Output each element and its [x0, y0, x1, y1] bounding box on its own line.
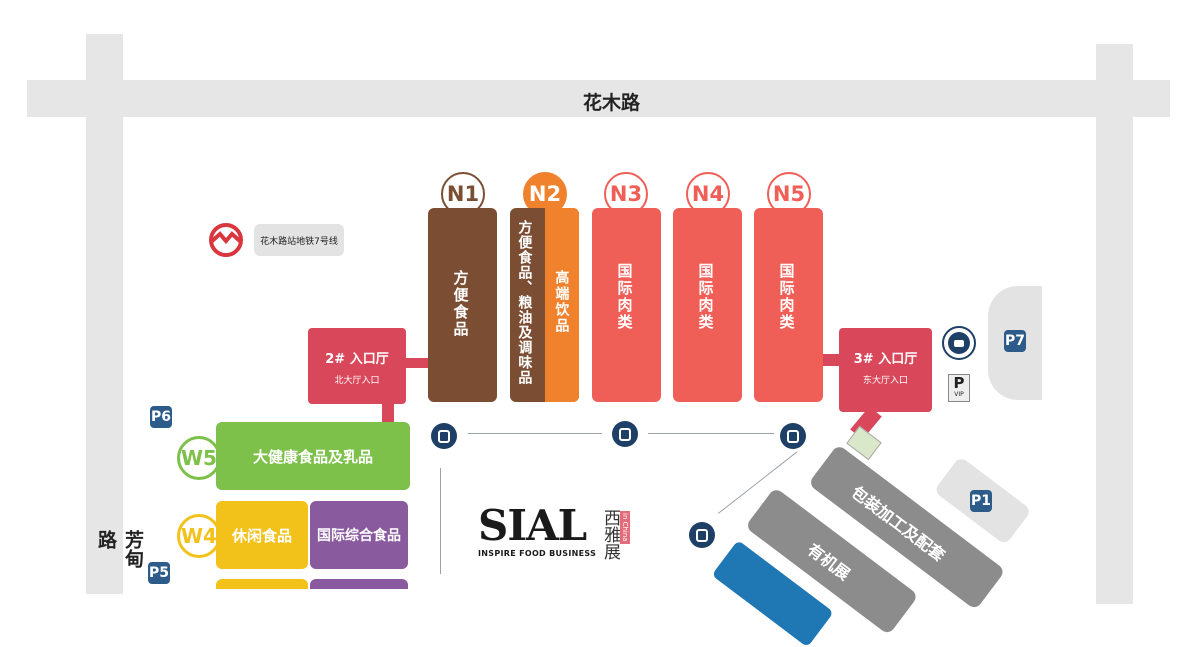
parking-p5-icon: P5 — [148, 562, 170, 584]
taxi-icon — [942, 326, 976, 360]
parking-p7-icon: P7 — [1004, 330, 1026, 352]
entrance-east-title: 3# 入口厅 — [853, 352, 918, 367]
hall-n4[interactable]: 国际肉类 — [673, 208, 742, 402]
hall-n1-label: 方便食品 — [451, 270, 470, 338]
parking-p6-icon: P6 — [150, 406, 172, 428]
road-left — [86, 34, 123, 594]
sial-tagline: INSPIRE FOOD BUSINESS — [478, 549, 597, 558]
hall-n1[interactable]: 方便食品 — [428, 208, 497, 402]
entrance-east[interactable]: 3# 入口厅 东大厅入口 — [839, 328, 932, 412]
bus-stop-icon — [689, 522, 715, 548]
hall-n3-label: 国际肉类 — [615, 263, 634, 331]
hall-w3-partial — [216, 579, 308, 589]
hall-w4-label2: 国际综合食品 — [317, 528, 401, 544]
bus-stop-icon — [612, 421, 638, 447]
bus-stop-icon — [431, 423, 457, 449]
hall-w5-label: 大健康食品及乳品 — [252, 447, 373, 466]
hall-w4-international[interactable]: 国际综合食品 — [310, 501, 408, 569]
entrance-north[interactable]: 2# 入口厅 北大厅入口 — [308, 328, 406, 404]
hall-w4-label: 休闲食品 — [231, 526, 292, 545]
road-label-left: 芳甸路 — [95, 530, 144, 568]
hall-organic-label: 有机展 — [803, 539, 854, 584]
hall-n4-label: 国际肉类 — [696, 263, 715, 331]
entrance-east-sub: 东大厅入口 — [862, 376, 908, 386]
connector-east — [823, 354, 839, 366]
hall-w3-partial-2 — [310, 579, 408, 589]
hall-n2-label: 方便食品、粮油及调味品 — [516, 220, 533, 385]
connector-north-down — [382, 404, 394, 422]
hall-n2[interactable]: 方便食品、粮油及调味品 高端饮品 — [510, 208, 579, 402]
parking-p1-icon: P1 — [970, 490, 992, 512]
entrance-north-title: 2# 入口厅 — [325, 352, 389, 367]
hall-w5[interactable]: 大健康食品及乳品 — [216, 422, 410, 490]
sial-cn: 西雅展 — [600, 509, 620, 560]
metro-icon — [208, 222, 244, 258]
route-line — [648, 433, 774, 434]
connector-north — [406, 358, 428, 368]
sial-brand: SIAL — [478, 501, 587, 550]
hall-badge-w4: W4 — [177, 514, 221, 558]
bus-stop-icon — [780, 423, 806, 449]
road-right — [1096, 44, 1133, 604]
hall-n5[interactable]: 国际肉类 — [754, 208, 823, 402]
hall-n5-label: 国际肉类 — [777, 263, 796, 331]
road-top — [27, 80, 1170, 117]
sial-logo: SIAL INSPIRE FOOD BUSINESS 西雅展 in China — [478, 505, 638, 565]
sial-region: in China — [620, 511, 630, 544]
hall-w4[interactable]: 休闲食品 — [216, 501, 308, 569]
vip-parking-label: VIP — [954, 391, 964, 398]
hall-badge-w5: W5 — [177, 436, 221, 480]
hall-n3[interactable]: 国际肉类 — [592, 208, 661, 402]
road-label-top: 花木路 — [583, 92, 641, 114]
entrance-north-sub: 北大厅入口 — [334, 376, 380, 386]
route-line — [440, 468, 441, 574]
metro-label: 花木路站地铁7号线 — [254, 224, 344, 256]
hall-n2-label2: 高端饮品 — [553, 270, 570, 334]
route-line — [468, 433, 602, 434]
vip-parking-icon: P VIP — [948, 374, 970, 402]
